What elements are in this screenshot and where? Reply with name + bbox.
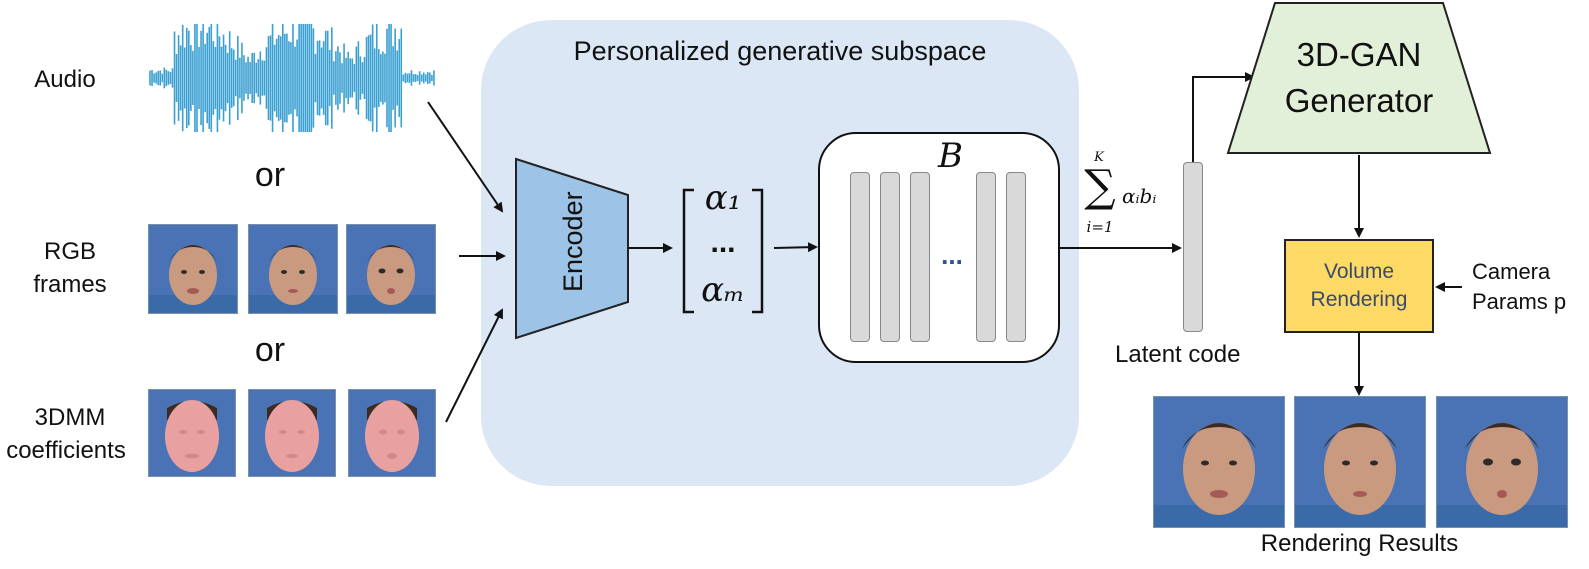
basis-vector [880,172,900,342]
volume-rendering-box: Volume Rendering [1284,239,1434,333]
tdmm-face-1 [148,389,236,477]
result-frame-1 [1153,396,1285,528]
basis-vector [910,172,930,342]
tdmm-face-2 [248,389,336,477]
waveform-bars [149,24,435,132]
rgb-frame-2 [248,224,338,314]
latent-label: Latent code [1115,341,1241,368]
sum-upper: K [1094,150,1104,165]
results-label: Rendering Results [1260,530,1459,557]
camera-line1: Camera [1472,259,1551,284]
encoder-shape [515,157,629,340]
alpha-last: αₘ [701,270,745,310]
volume-line1: Volume [1323,260,1395,283]
arrow-audio-to-encoder [427,101,504,213]
rgb-label-line1: RGB [43,238,96,265]
basis-vector [850,172,870,342]
tdmm-label-line2: coefficients [6,437,126,464]
alpha-first: α₁ [704,178,742,218]
arrow-3dmm-to-encoder [445,308,503,423]
or-label-2: or [254,331,286,369]
tdmm-face-3 [348,389,436,477]
generator-line1: 3D-GAN [1296,36,1422,73]
audio-waveform [149,24,435,132]
result-frame-2 [1294,396,1426,528]
latent-code-bar [1183,162,1203,332]
alpha-dots: ... [710,226,736,259]
basis-box: B ... [818,132,1060,363]
alpha-left-bracket [682,188,694,314]
arrow-latent-to-generator [1192,72,1255,162]
tdmm-label-line1: 3DMM [34,404,106,431]
result-frame-3 [1436,396,1568,528]
basis-label: B [938,136,963,176]
rgb-frame-3 [346,224,436,314]
rgb-label-line2: frames [33,271,107,298]
sum-symbol: ∑ [1084,161,1116,212]
generator-line2: Generator [1284,82,1434,119]
camera-line2: Params p [1472,289,1567,314]
encoder-label: Encoder [558,191,588,292]
generator-shape [1226,1,1492,154]
rgb-frame-1 [148,224,238,314]
basis-vector [1006,172,1026,342]
or-label-1: or [254,156,286,194]
alpha-right-bracket [752,188,764,314]
basis-vector [976,172,996,342]
sum-lower: i=1 [1086,218,1114,236]
volume-line2: Rendering [1310,288,1408,311]
sum-term: αᵢbᵢ [1122,184,1157,208]
arrow-alpha-to-basis [773,242,818,253]
audio-label: Audio [34,66,96,93]
basis-dots: ... [941,240,963,270]
subspace-title: Personalized generative subspace [573,36,987,66]
